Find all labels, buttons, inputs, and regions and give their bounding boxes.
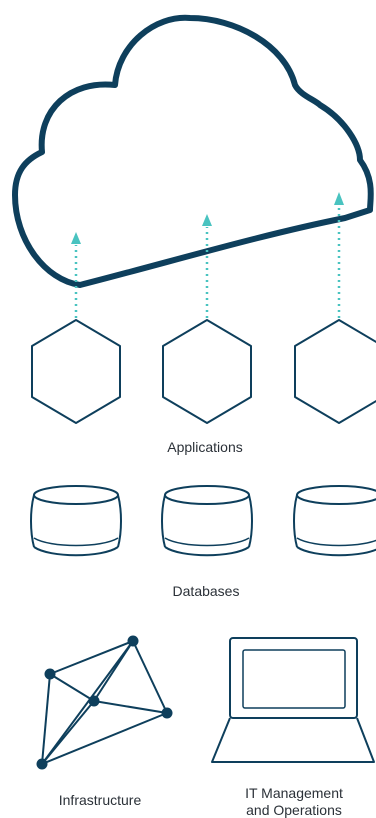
network-mesh-icon — [36, 635, 173, 770]
applications-label: Applications — [167, 439, 243, 455]
cylinder-icon — [30, 485, 122, 557]
arrowhead-icon — [71, 232, 81, 244]
arrowhead-icon — [334, 192, 344, 205]
databases-label: Databases — [173, 583, 240, 599]
infrastructure-label: Infrastructure — [59, 792, 142, 808]
cloud-icon — [12, 14, 374, 288]
arrowhead-icon — [202, 214, 212, 226]
it-management-label-line1: IT Management — [245, 785, 343, 801]
hexagon-icon — [31, 319, 121, 424]
hexagon-icon — [294, 319, 376, 424]
it-management-label-line2: and Operations — [246, 802, 342, 818]
cylinder-icon — [161, 485, 253, 557]
laptop-icon — [211, 637, 375, 763]
upload-arrows — [71, 192, 344, 318]
applications-group — [31, 319, 376, 424]
hexagon-icon — [162, 319, 252, 424]
databases-group — [30, 485, 376, 557]
cylinder-icon — [293, 485, 376, 557]
